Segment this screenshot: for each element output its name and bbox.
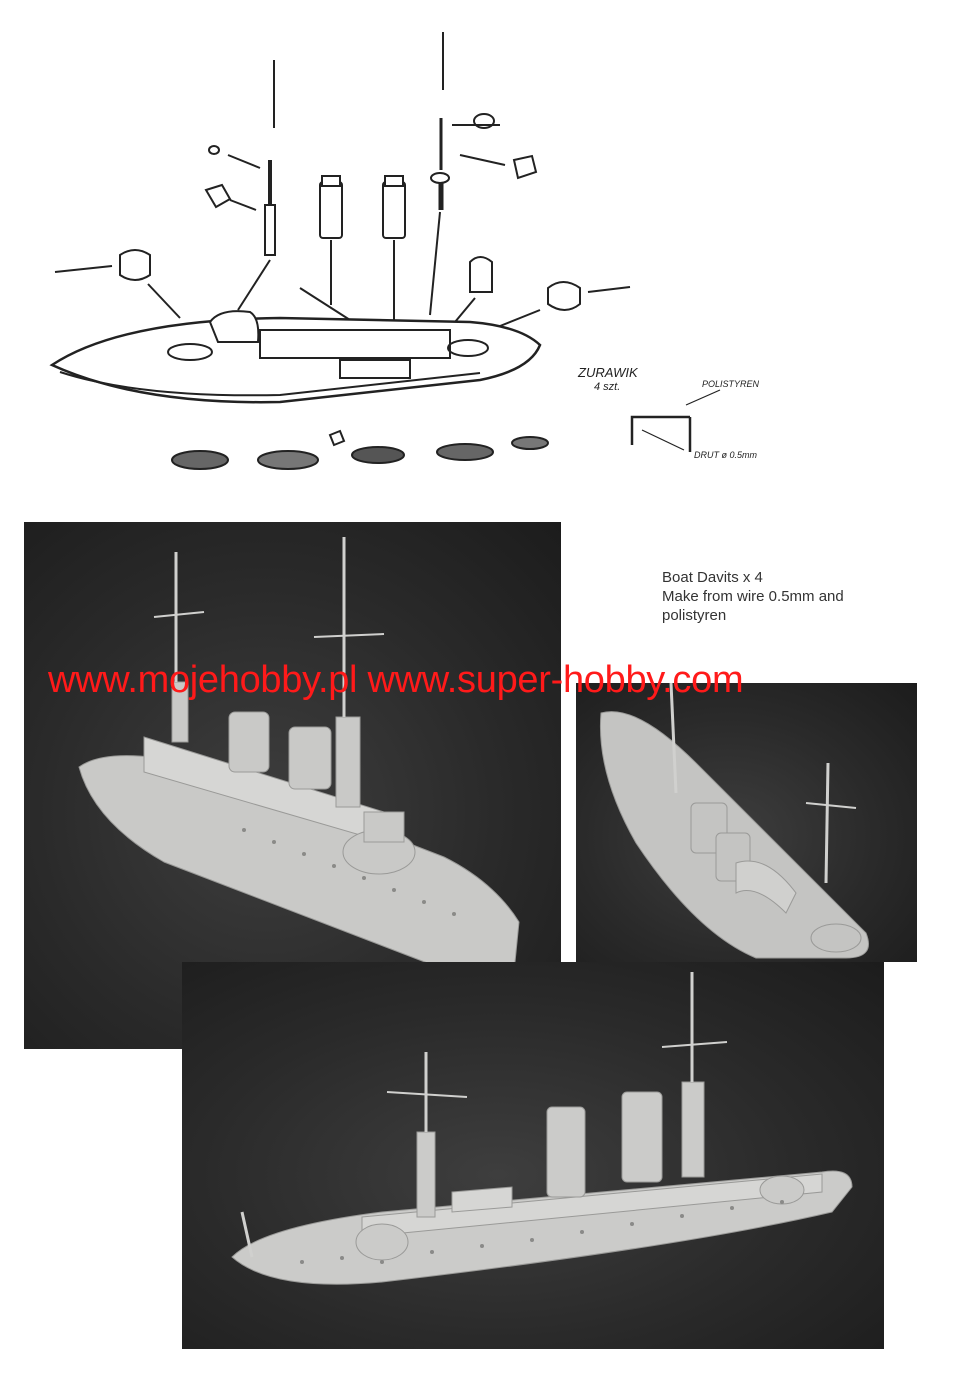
hull-part [49,316,542,404]
watermark-urls: www.mojehobby.pl www.super-hobby.com [48,659,744,701]
ship-model-image [231,972,853,1285]
davit-qty: 4 szt. [594,381,620,393]
boat-part [171,450,229,470]
boat-part [511,436,549,450]
ship-model-image [599,683,869,959]
small-part [512,154,538,180]
wire-label: DRUT ø 0.5mm [694,450,758,460]
small-part [204,183,232,209]
turret-part [547,281,581,311]
turret-part [469,256,493,293]
photo-side-view [182,962,884,1349]
davit-sketch [630,415,690,445]
davit-label: ZURAWIK [577,365,639,380]
photo-bow-view [24,522,561,1049]
davit-caption: Boat Davits x 4 Make from wire 0.5mm and… [662,568,912,625]
mast-base-part [264,204,276,256]
ship-model-image [78,537,520,984]
caption-line-2: Make from wire 0.5mm and [662,588,844,605]
caption-line-1: Boat Davits x 4 [662,569,763,586]
polystyrene-label: POLISTYREN [702,379,760,389]
boat-part [351,446,405,464]
assembly-diagram: ZURAWIK 4 szt. POLISTYREN DRUT ø 0.5mm [49,32,760,470]
caption-line-3: polistyren [662,607,727,624]
boat-part [257,450,319,470]
funnel-part [319,181,343,239]
small-part [208,145,220,155]
photo-top-view [576,683,917,962]
funnel-part [382,181,406,239]
turret-part [119,249,151,281]
boat-part [436,443,494,461]
